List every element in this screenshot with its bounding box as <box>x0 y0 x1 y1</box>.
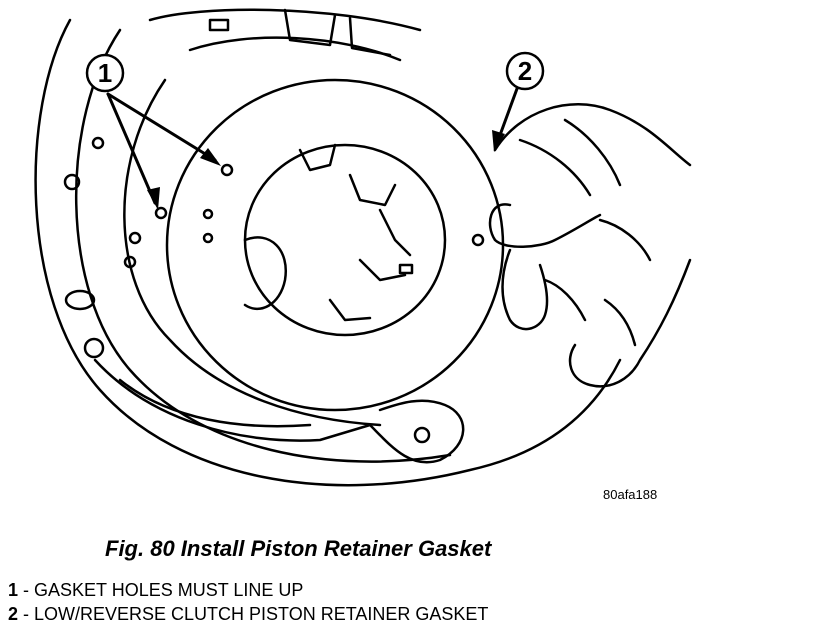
legend-number: 2 <box>8 604 19 624</box>
thumb <box>488 203 602 248</box>
gasket-hole <box>220 163 234 177</box>
housing-outer-ring <box>34 18 622 487</box>
image-reference-code: 80afa188 <box>603 487 658 502</box>
legend-separator: - <box>18 580 35 600</box>
housing-hole <box>128 231 142 245</box>
callout-1-number: 1 <box>98 58 112 88</box>
housing-hole <box>63 173 81 191</box>
gasket-hole <box>471 233 485 247</box>
callout-2-number: 2 <box>518 56 532 86</box>
gasket-hole <box>154 206 168 220</box>
bracket-hole <box>413 426 431 444</box>
gasket-outer-edge <box>165 78 505 412</box>
housing-inner-ring <box>123 78 382 427</box>
legend-separator: - <box>18 604 35 624</box>
callout-2-circle <box>505 51 545 91</box>
legend-text: GASKET HOLES MUST LINE UP <box>34 580 304 600</box>
gasket-hole <box>202 208 214 220</box>
retainer-bracket <box>93 358 465 464</box>
legend-text: LOW/REVERSE CLUTCH PISTON RETAINER GASKE… <box>34 604 489 624</box>
housing-hole <box>123 255 137 269</box>
callout-1-leader <box>106 92 157 205</box>
legend-item: 1 - GASKET HOLES MUST LINE UP <box>8 578 488 602</box>
gasket-hole <box>202 232 214 244</box>
figure-caption: Fig. 80 Install Piston Retainer Gasket <box>105 536 492 561</box>
gasket-installation-illustration: 1 2 <box>34 8 692 487</box>
legend: 1 - GASKET HOLES MUST LINE UP 2 - LOW/RE… <box>8 578 488 626</box>
callout-1-circle <box>85 53 125 93</box>
callout-1-leader <box>106 92 217 162</box>
hand-outline <box>493 103 692 388</box>
housing-hole <box>91 136 105 150</box>
legend-item: 2 - LOW/REVERSE CLUTCH PISTON RETAINER G… <box>8 602 488 626</box>
housing-hole <box>83 337 105 359</box>
housing-middle-ring <box>75 28 452 463</box>
legend-number: 1 <box>8 580 19 600</box>
